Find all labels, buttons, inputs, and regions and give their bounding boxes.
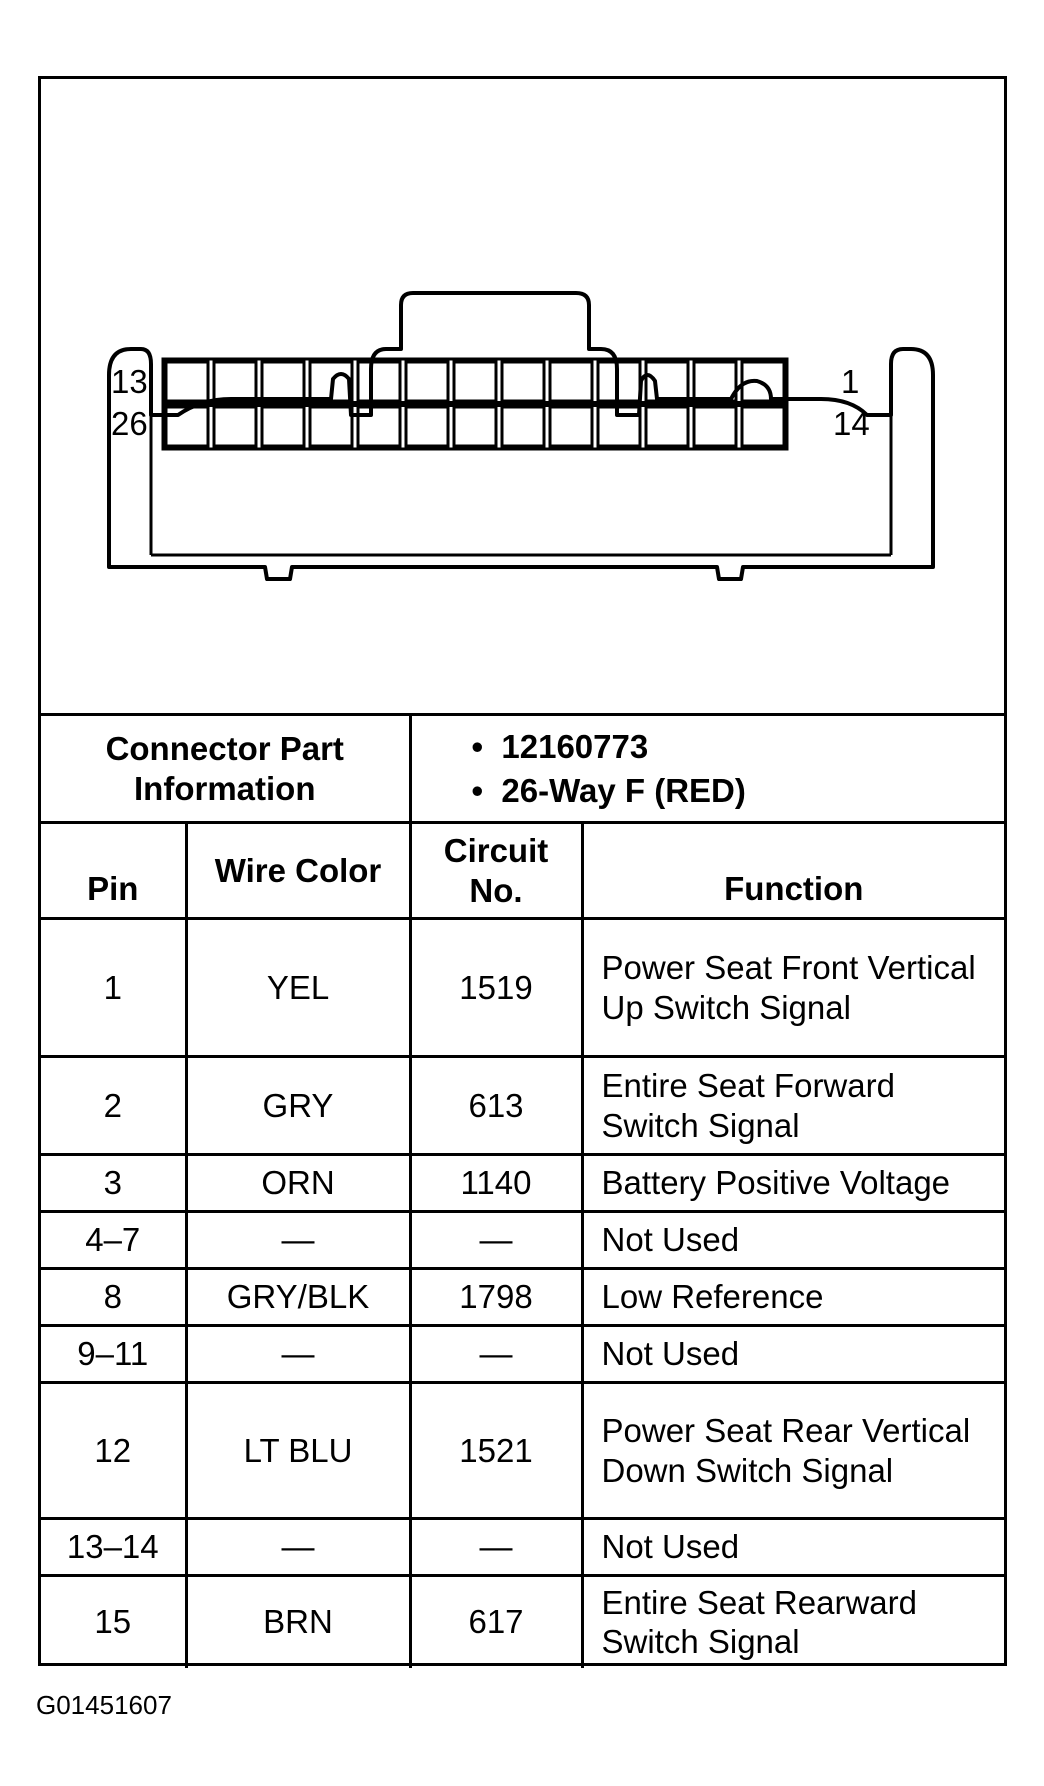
cell-pin: 2 (41, 1055, 188, 1156)
cell-function: Entire Seat Forward Switch Signal (580, 1055, 1004, 1156)
cell-function: Battery Positive Voltage (580, 1153, 1004, 1213)
pin-cavity (308, 405, 354, 448)
cell-circuit: 617 (408, 1574, 584, 1668)
part-info-item: • 12160773 (471, 727, 649, 765)
table-row: 1 YEL 1519 Power Seat Front Vertical Up … (41, 917, 1004, 1058)
connector-diagram: 13 26 1 14 (41, 79, 1004, 713)
cell-wire-color: — (184, 1210, 412, 1270)
pin-cavity (404, 360, 450, 403)
pin-cavity (452, 405, 498, 448)
cell-circuit: — (408, 1517, 584, 1577)
cell-pin: 13–14 (41, 1517, 188, 1577)
pin-cavity (548, 360, 594, 403)
cell-pin: 15 (41, 1574, 188, 1668)
cell-pin: 1 (41, 917, 188, 1058)
connector-face-svg (107, 291, 935, 581)
header-wire-color: Wire Color (184, 821, 412, 920)
cell-wire-color: GRY/BLK (184, 1267, 412, 1327)
cell-circuit: 613 (408, 1055, 584, 1156)
header-pin: Pin (41, 821, 188, 920)
cell-function: Low Reference (580, 1267, 1004, 1327)
part-info-label: Connector Part Information (41, 713, 412, 824)
cell-circuit: — (408, 1324, 584, 1384)
column-header-row: Pin Wire Color Circuit No. Function (41, 821, 1004, 920)
pin-cavity (356, 405, 402, 448)
cell-wire-color: GRY (184, 1055, 412, 1156)
pin-label-13: 13 (111, 363, 148, 400)
pin-cavity (212, 405, 258, 448)
header-function: Function (580, 821, 1004, 920)
table-row: 4–7 — — Not Used (41, 1210, 1004, 1270)
cell-function: Power Seat Rear Vertical Down Switch Sig… (580, 1381, 1004, 1520)
pin-cavity (692, 360, 738, 403)
pin-cavity (260, 405, 306, 448)
part-info-item: • 26-Way F (RED) (471, 771, 746, 809)
cell-pin: 12 (41, 1381, 188, 1520)
cell-wire-color: LT BLU (184, 1381, 412, 1520)
pin-cavity (164, 405, 210, 448)
pinout-table: Connector Part Information • 12160773 • … (41, 713, 1004, 1668)
pin-label-14: 14 (833, 405, 870, 442)
pin-cavity (692, 405, 738, 448)
cell-wire-color: ORN (184, 1153, 412, 1213)
cell-pin: 4–7 (41, 1210, 188, 1270)
pin-cavity (548, 405, 594, 448)
pin-label-1: 1 (841, 363, 860, 400)
cell-circuit: 1521 (408, 1381, 584, 1520)
connector-frame: 13 26 1 14 Connector Part Information • … (38, 76, 1007, 1668)
cell-function: Not Used (580, 1324, 1004, 1384)
table-row: 15 BRN 617 Entire Seat Rearward Switch S… (41, 1574, 1004, 1668)
cell-wire-color: — (184, 1324, 412, 1384)
pin-cavity (260, 360, 306, 403)
header-circuit-no: Circuit No. (408, 821, 584, 920)
table-row: 2 GRY 613 Entire Seat Forward Switch Sig… (41, 1055, 1004, 1156)
pin-cavity (212, 360, 258, 403)
pin-cavity (644, 405, 690, 448)
pin-cavity-grid (161, 357, 789, 451)
pin-label-26: 26 (111, 405, 148, 442)
cell-pin: 8 (41, 1267, 188, 1327)
table-row: 9–11 — — Not Used (41, 1324, 1004, 1384)
cell-circuit: 1140 (408, 1153, 584, 1213)
cell-circuit: 1798 (408, 1267, 584, 1327)
cell-function: Not Used (580, 1517, 1004, 1577)
pin-cavity (644, 360, 690, 403)
cell-pin: 9–11 (41, 1324, 188, 1384)
cell-wire-color: BRN (184, 1574, 412, 1668)
pin-cavity (164, 360, 210, 403)
cell-circuit: — (408, 1210, 584, 1270)
part-info-row: Connector Part Information • 12160773 • … (41, 713, 1004, 824)
pin-cavity (404, 405, 450, 448)
cell-pin: 3 (41, 1153, 188, 1213)
connector-housing-outline (107, 291, 935, 581)
cell-wire-color: YEL (184, 917, 412, 1058)
table-row: 13–14 — — Not Used (41, 1517, 1004, 1577)
pin-cavity (740, 405, 786, 448)
cell-function: Not Used (580, 1210, 1004, 1270)
pin-cavity (356, 360, 402, 403)
table-row: 3 ORN 1140 Battery Positive Voltage (41, 1153, 1004, 1213)
pin-cavity (500, 405, 546, 448)
table-row: 8 GRY/BLK 1798 Low Reference (41, 1267, 1004, 1327)
cell-circuit: 1519 (408, 917, 584, 1058)
cell-function: Entire Seat Rearward Switch Signal (580, 1574, 1004, 1668)
table-row: 12 LT BLU 1521 Power Seat Rear Vertical … (41, 1381, 1004, 1520)
pin-cavity (500, 360, 546, 403)
pin-cavity (452, 360, 498, 403)
cell-wire-color: — (184, 1517, 412, 1577)
part-info-values: • 12160773 • 26-Way F (RED) (408, 713, 1004, 824)
figure-id: G01451607 (36, 1690, 172, 1720)
cell-function: Power Seat Front Vertical Up Switch Sign… (580, 917, 1004, 1058)
